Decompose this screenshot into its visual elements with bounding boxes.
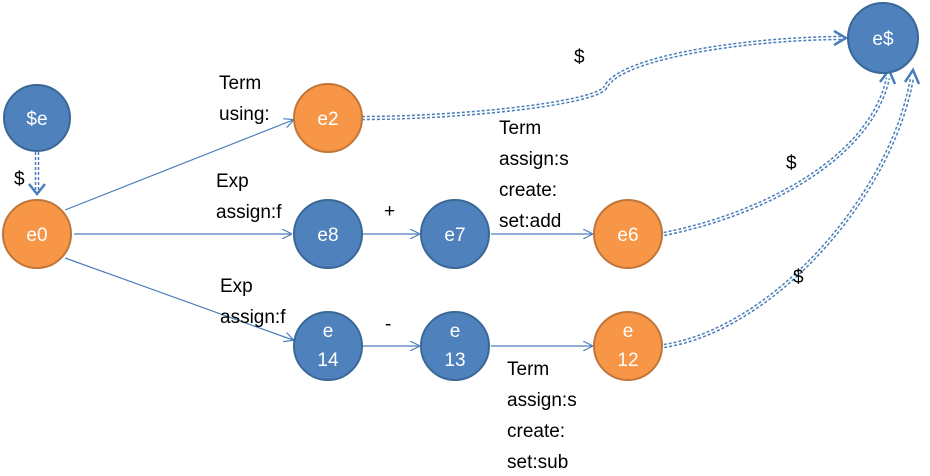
label-e7-e6-line4: set:add [499,211,561,232]
node-e13-line2: 13 [444,350,465,371]
edge-e6-edollar [663,67,897,237]
label-e0-e2-line2: using: [219,104,270,125]
label-e2-edollar: $ [574,47,585,68]
edge-e0-e14 [64,257,293,340]
solid-edges [64,120,592,346]
label-e13-e12-line4: set:sub [507,452,568,473]
node-e14[interactable]: e 14 [293,311,363,381]
label-e8-e7: + [384,201,395,222]
label-e12-edollar: $ [793,267,804,288]
label-e7-e6-line2: assign:s [499,149,569,170]
node-se-label: $e [26,109,47,130]
node-e8-label: e8 [317,225,338,246]
label-e7-e6-line3: create: [499,180,557,201]
node-e0[interactable]: e0 [2,199,72,269]
label-e0-e14-line1: Exp [220,276,253,297]
label-e6-edollar: $ [786,153,797,174]
edge-labels: $ Term using: Exp assign:f Exp assign:f … [14,47,804,473]
label-e0-e2-line1: Term [219,73,261,94]
label-e0-e8-line2: assign:f [216,202,282,223]
nodes: $e e0 e2 e8 e7 e6 e 14 e 13 [2,2,919,381]
node-e7[interactable]: e7 [420,199,490,269]
node-e12-line2: 12 [617,350,638,371]
edge-e0-e2 [64,120,293,211]
label-e13-e12-line3: create: [507,421,565,442]
node-e12-line1: e [623,321,634,342]
label-e7-e6-line1: Term [499,118,541,139]
node-e13-line1: e [450,321,461,342]
node-se[interactable]: $e [3,84,71,152]
edge-e2-edollar [361,29,849,121]
node-edollar[interactable]: e$ [847,2,919,74]
node-e12[interactable]: e 12 [593,311,663,381]
node-e0-label: e0 [26,225,47,246]
node-e14-line2: 14 [317,350,339,371]
node-e13[interactable]: e 13 [420,311,490,381]
node-e6[interactable]: e6 [593,199,663,269]
edge-se-e0 [28,152,46,197]
edge-e12-edollar [663,67,921,349]
label-e14-e13: - [385,314,391,335]
label-e13-e12-line2: assign:s [507,390,577,411]
node-edollar-label: e$ [872,29,894,50]
label-e13-e12-line1: Term [507,359,549,380]
node-e2-label: e2 [317,109,338,130]
node-e14-line1: e [323,321,334,342]
node-e2[interactable]: e2 [293,83,363,153]
node-e7-label: e7 [444,225,465,246]
label-se-e0: $ [14,169,25,190]
node-e6-label: e6 [617,225,638,246]
label-e0-e14-line2: assign:f [220,307,286,328]
label-e0-e8-line1: Exp [216,171,249,192]
epsilon-edges [28,29,921,349]
node-e8[interactable]: e8 [293,199,363,269]
